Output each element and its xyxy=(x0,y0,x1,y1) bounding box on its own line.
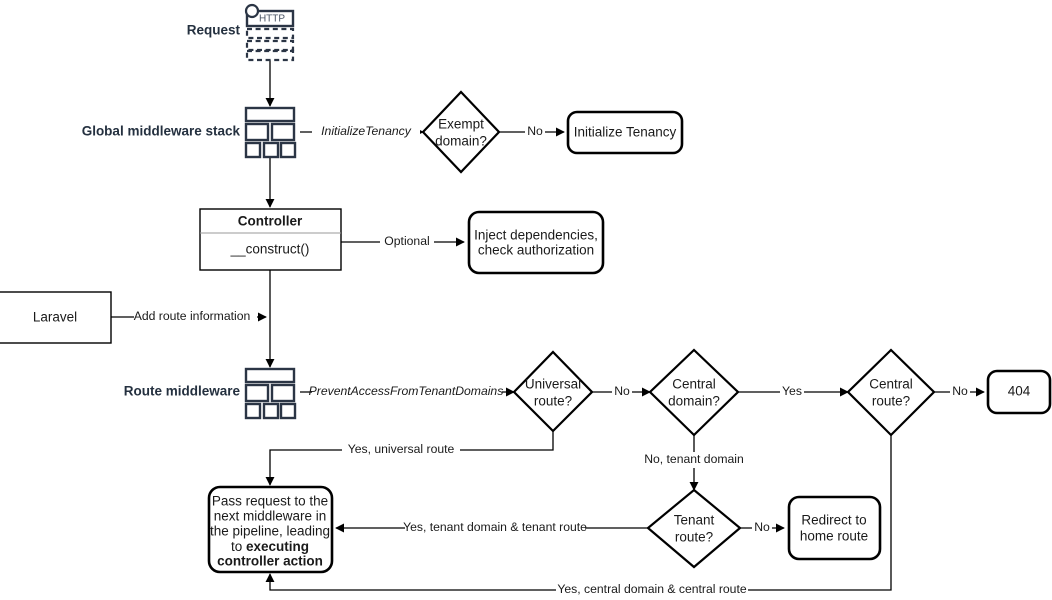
edge-central-route-yes-to-pass-request: Yes, central domain & central route xyxy=(265,431,892,598)
edge-label-tenant-route-no: No xyxy=(754,520,770,534)
decision-exempt-domain[interactable]: Exempt domain? xyxy=(421,90,501,174)
node-initialize-tenancy-label: Initialize Tenancy xyxy=(574,125,677,140)
node-pass-request[interactable]: Pass request to the next middleware in t… xyxy=(207,485,334,574)
decision-central-domain-line2: domain? xyxy=(668,394,720,409)
node-laravel-label: Laravel xyxy=(33,310,77,325)
edge-central-domain-yes-to-central-route: Yes xyxy=(738,384,849,400)
node-redirect-line2: home route xyxy=(800,529,868,544)
edge-label-no-tenant-domain: No, tenant domain xyxy=(644,452,744,466)
decision-exempt-domain-line2: domain? xyxy=(435,134,487,149)
edge-label-universal-no: No xyxy=(614,384,630,398)
edge-route-middleware-to-universal-route: PreventAccessFromTenantDomains xyxy=(300,384,515,400)
decision-central-domain-line1: Central xyxy=(672,377,716,392)
node-redirect-line1: Redirect to xyxy=(801,513,866,528)
node-pass-request-line2: next middleware in xyxy=(214,509,327,524)
node-controller-method: __construct() xyxy=(230,242,310,257)
edge-label-yes-tenant-domain-route: Yes, tenant domain & tenant route xyxy=(403,520,587,534)
node-inject-dependencies-line1: Inject dependencies, xyxy=(474,228,598,243)
decision-tenant-route[interactable]: Tenant route? xyxy=(646,488,742,569)
node-pass-request-line4: to executing xyxy=(231,539,309,554)
decision-universal-route-line1: Universal xyxy=(525,377,581,392)
edge-global-middleware-to-exempt-domain: InitializeTenancy xyxy=(300,124,424,140)
decision-universal-route[interactable]: Universal route? xyxy=(512,350,594,433)
node-pass-request-line3: the pipeline, leading xyxy=(210,524,330,539)
edge-tenant-route-yes-to-pass-request: Yes, tenant domain & tenant route xyxy=(335,520,648,536)
decision-central-route[interactable]: Central route? xyxy=(846,348,936,437)
edge-label-initialize-tenancy: InitializeTenancy xyxy=(321,124,412,138)
route-middleware-stack-icon xyxy=(244,367,297,420)
node-404[interactable]: 404 xyxy=(986,369,1052,415)
edge-label-yes-central-domain-route: Yes, central domain & central route xyxy=(557,582,746,596)
node-redirect-home-route[interactable]: Redirect to home route xyxy=(787,495,882,561)
node-laravel[interactable]: Laravel xyxy=(0,291,112,344)
node-controller-title: Controller xyxy=(238,214,303,229)
node-404-label: 404 xyxy=(1008,384,1031,399)
edge-label-optional: Optional xyxy=(384,234,429,248)
route-middleware-label: Route middleware xyxy=(124,384,241,399)
node-inject-dependencies-line2: check authorization xyxy=(478,243,594,258)
edge-universal-route-no-to-central-domain: No xyxy=(592,384,651,400)
decision-tenant-route-line1: Tenant xyxy=(674,513,715,528)
http-request-icon: HTTP xyxy=(244,3,295,62)
edge-label-central-route-no: No xyxy=(952,384,968,398)
edge-controller-optional-to-inject: Optional xyxy=(341,234,465,250)
edge-label-yes-universal-route: Yes, universal route xyxy=(348,442,455,456)
edge-label-central-domain-yes: Yes xyxy=(782,384,802,398)
decision-universal-route-line2: route? xyxy=(534,394,572,409)
global-middleware-stack-label: Global middleware stack xyxy=(82,124,241,139)
node-pass-request-line1: Pass request to the xyxy=(212,494,328,509)
edge-label-prevent-access: PreventAccessFromTenantDomains xyxy=(309,384,504,398)
edge-label-exempt-no: No xyxy=(527,124,543,138)
edge-universal-route-yes-to-pass-request: Yes, universal route xyxy=(265,431,554,486)
node-pass-request-line4-prefix: to xyxy=(231,539,246,554)
decision-tenant-route-line2: route? xyxy=(675,530,713,545)
edge-tenant-route-no-to-redirect: No xyxy=(740,520,785,536)
node-pass-request-line5: controller action xyxy=(217,554,323,569)
http-badge-label: HTTP xyxy=(259,14,285,25)
edge-central-route-no-to-404: No xyxy=(934,384,985,400)
node-initialize-tenancy[interactable]: Initialize Tenancy xyxy=(566,110,684,155)
decision-exempt-domain-line1: Exempt xyxy=(438,117,484,132)
global-middleware-stack-icon xyxy=(244,106,297,159)
node-pass-request-line4-bold: executing xyxy=(246,539,309,554)
edge-central-domain-no-to-tenant-route: No, tenant domain xyxy=(637,435,752,491)
edge-laravel-add-route-information: Add route information xyxy=(111,309,267,325)
decision-central-route-line2: route? xyxy=(872,394,910,409)
decision-central-domain[interactable]: Central domain? xyxy=(648,348,740,437)
node-inject-dependencies[interactable]: Inject dependencies, check authorization xyxy=(467,210,605,275)
edge-label-add-route-information: Add route information xyxy=(134,309,251,323)
request-label: Request xyxy=(187,23,241,38)
node-controller[interactable]: Controller __construct() xyxy=(199,208,342,271)
decision-central-route-line1: Central xyxy=(869,377,913,392)
edge-exempt-domain-no-to-initialize-tenancy: No xyxy=(499,124,565,140)
